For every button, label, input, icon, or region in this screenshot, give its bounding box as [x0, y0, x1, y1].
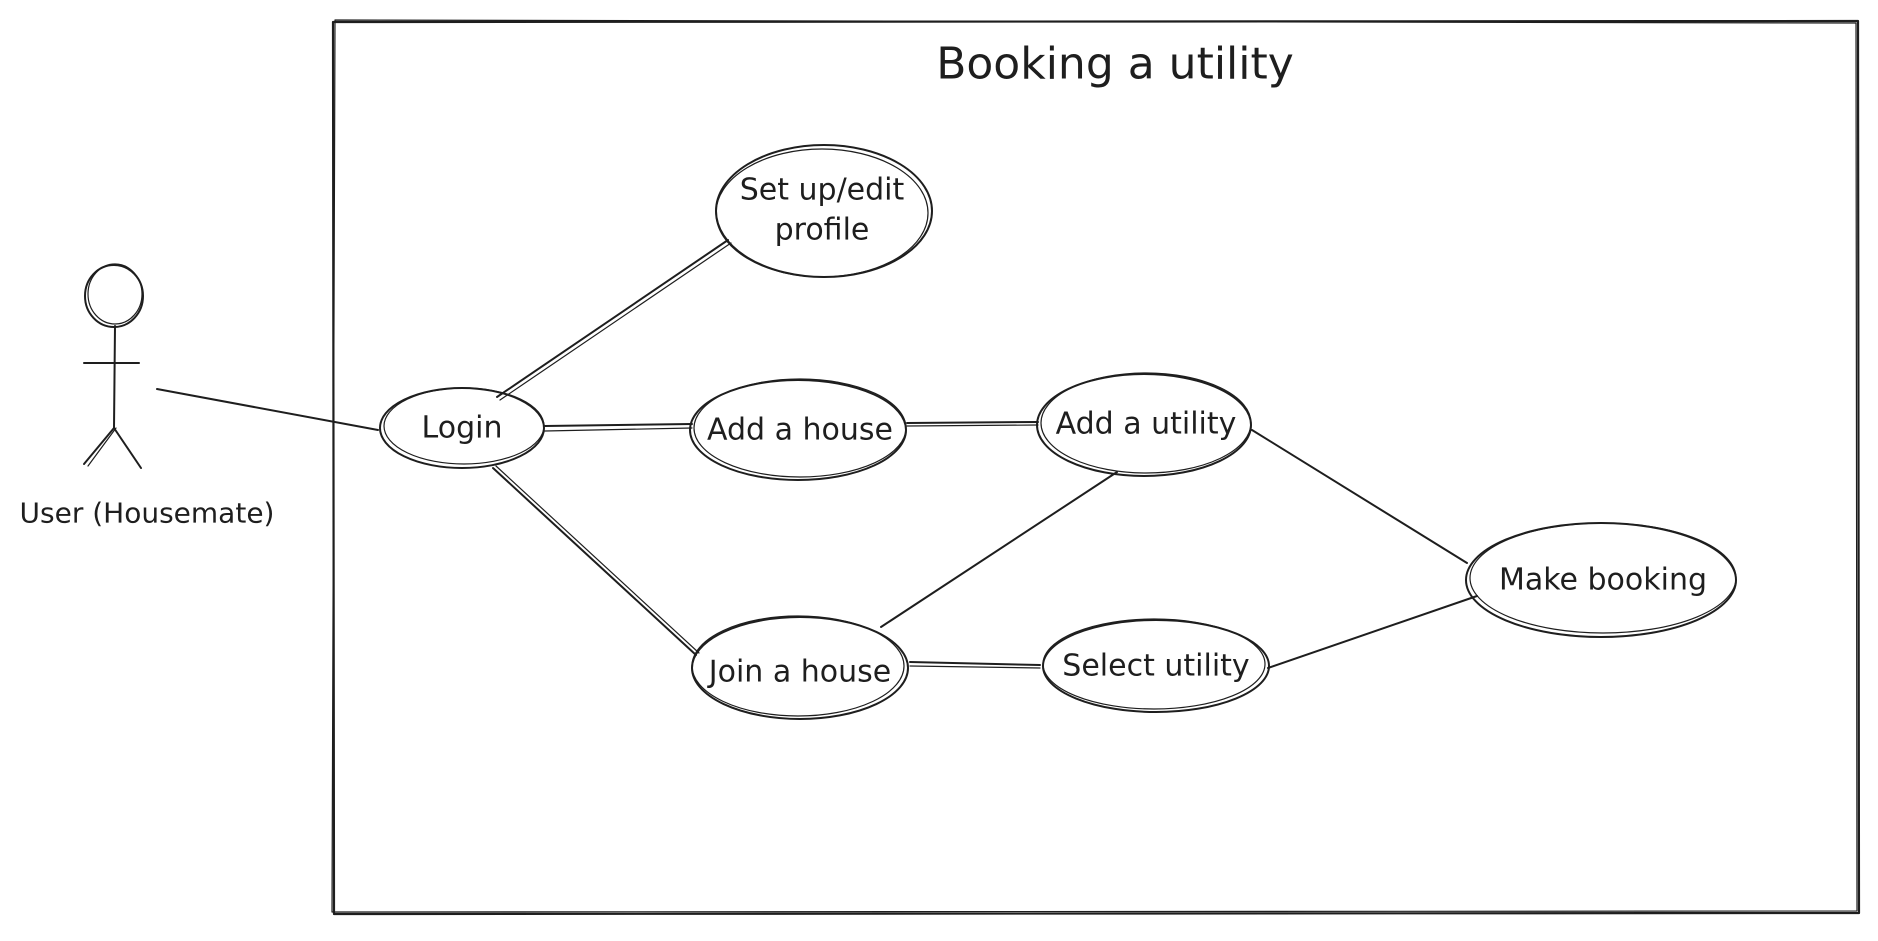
line-join-house-add-utility — [880, 471, 1118, 628]
system-title: Booking a utility — [936, 39, 1294, 90]
system-boundary — [331, 19, 1861, 916]
use-case-add-utility[interactable]: Add a utility — [1036, 372, 1252, 477]
line-login-setup-profile — [496, 239, 732, 401]
actor-user[interactable]: User (Housemate) — [20, 263, 275, 530]
use-case-login[interactable]: Login — [379, 387, 545, 469]
use-case-add-utility-label: Add a utility — [1056, 407, 1237, 442]
line-join-house-select-utility — [909, 661, 1041, 669]
use-case-setup-profile-label-line2: profile — [775, 213, 870, 248]
line-login-join-house — [492, 465, 700, 656]
stick-figure-icon — [83, 263, 144, 469]
actor-label: User (Housemate) — [20, 497, 275, 530]
use-case-add-house[interactable]: Add a house — [689, 378, 907, 481]
line-select-utility-make-booking — [1267, 595, 1478, 669]
use-case-join-house-label: Join a house — [707, 655, 891, 690]
use-case-setup-profile-label-line1: Set up/edit — [740, 173, 905, 208]
line-actor-login — [156, 388, 379, 431]
use-case-make-booking-label: Make booking — [1499, 563, 1707, 598]
use-case-join-house[interactable]: Join a house — [691, 615, 909, 720]
line-login-add-house — [544, 423, 693, 432]
use-case-add-house-label: Add a house — [707, 413, 893, 448]
association-lines — [156, 239, 1478, 669]
line-add-utility-make-booking — [1251, 429, 1468, 564]
use-case-select-utility[interactable]: Select utility — [1042, 618, 1270, 713]
line-add-house-add-utility — [906, 421, 1039, 427]
use-case-login-label: Login — [422, 411, 503, 446]
use-case-make-booking[interactable]: Make booking — [1465, 522, 1737, 638]
use-case-select-utility-label: Select utility — [1062, 649, 1249, 684]
use-case-setup-profile[interactable]: Set up/edit profile — [715, 144, 933, 278]
